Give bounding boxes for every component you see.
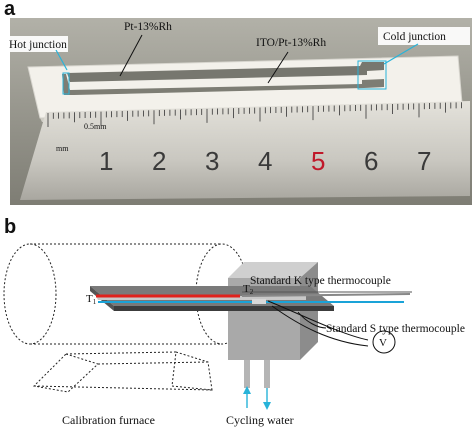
voltmeter-label: V <box>379 337 387 349</box>
panel-b-schematic: b <box>0 216 472 436</box>
furnace-cylinder <box>3 243 249 345</box>
water-out-arrowhead <box>263 402 271 410</box>
steel-ruler <box>20 101 470 200</box>
k-type-label: Standard K type thermocouple <box>250 275 391 287</box>
t2-label: T2 <box>243 283 254 296</box>
ruler-number: 2 <box>152 146 166 176</box>
t1-label: T1 <box>86 293 97 306</box>
water-pipe-in <box>244 360 250 388</box>
panel-b-svg: V T1 T2 Standard K type thermocouple Sta… <box>3 243 465 427</box>
ruler-number: 4 <box>258 146 272 176</box>
wire-1 <box>267 300 369 341</box>
cold-junction-box <box>357 60 387 90</box>
slab-front <box>114 306 334 311</box>
ito-pt-rh-label: ITO/Pt-13%Rh <box>256 37 326 49</box>
s-type-label: Standard S type thermocouple <box>326 323 465 335</box>
hot-junction-leader <box>55 49 68 71</box>
ruler-ticks <box>47 102 462 127</box>
panel-a-photo: a 1 2 3 4 5 6 7 0.5mm mm <box>0 0 472 205</box>
ruler-number: 6 <box>364 146 378 176</box>
furnace-label: Calibration furnace <box>62 413 155 427</box>
s-type-leader <box>297 311 327 329</box>
panel-a-letter: a <box>4 0 16 20</box>
voltmeter-icon <box>372 330 396 354</box>
hot-junction-label: Hot junction <box>9 39 67 51</box>
ruler-numbers: 1 2 3 4 5 6 7 <box>99 146 431 176</box>
ito-leader <box>267 51 289 84</box>
pt-rh-label: Pt-13%Rh <box>124 21 172 33</box>
ruler-number: 1 <box>99 146 113 176</box>
ruler-number: 3 <box>205 146 219 176</box>
cold-junction-leader <box>383 43 419 65</box>
panel-b-letter: b <box>4 216 17 238</box>
cooling-block-top <box>228 262 318 278</box>
pt-rh-leg <box>67 62 384 82</box>
ito-pt-rh-leg <box>62 74 384 95</box>
furnace-stand <box>32 351 213 393</box>
cold-junction-label: Cold junction <box>383 31 446 43</box>
water-pipe-out <box>264 360 270 388</box>
ruler-number: 7 <box>417 146 431 176</box>
panel-a-svg: 1 2 3 4 5 6 7 0.5mm mm Hot junction Pt-13%Rh I… <box>8 18 472 205</box>
cold-junction-label-bg <box>378 27 470 45</box>
s-type-sheath <box>252 299 266 304</box>
water-in-arrowhead <box>243 386 251 394</box>
ruler-unit-small: 0.5mm <box>84 122 107 131</box>
k-type-line <box>241 293 411 297</box>
ruler-unit: mm <box>56 144 69 153</box>
wire-2 <box>271 305 369 347</box>
water-flow-arrows <box>243 386 271 410</box>
water-label: Cycling water <box>226 413 294 427</box>
ruler-number: 5 <box>311 146 325 176</box>
hot-junction-label-bg <box>8 36 68 52</box>
pt-rh-leader <box>119 34 143 77</box>
hot-junction-box <box>62 72 70 95</box>
